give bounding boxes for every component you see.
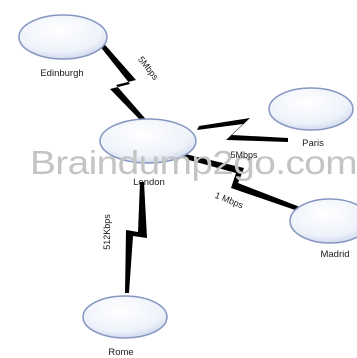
node-madrid <box>289 198 357 244</box>
watermark-text: Braindump2go.com <box>30 144 357 181</box>
link-label-edinburgh-london: 5Mbps <box>136 54 161 82</box>
node-london <box>99 118 197 164</box>
node-label-rome: Rome <box>108 347 133 358</box>
link-london-paris <box>197 118 288 142</box>
link-label-london-paris: 5Mbps <box>230 150 258 160</box>
node-rome <box>82 295 168 339</box>
link-label-london-madrid: 1 Mbps <box>214 190 246 211</box>
node-paris <box>268 87 354 131</box>
link-edinburgh-london <box>95 38 150 126</box>
node-label-paris: Paris <box>302 138 324 149</box>
node-edinburgh <box>18 14 108 60</box>
link-london-rome <box>125 182 147 293</box>
node-label-london: London <box>133 177 165 188</box>
node-label-madrid: Madrid <box>320 249 349 260</box>
link-label-london-rome: 512Kbps <box>102 214 112 250</box>
link-london-madrid <box>178 153 300 211</box>
node-label-edinburgh: Edinburgh <box>40 68 83 79</box>
